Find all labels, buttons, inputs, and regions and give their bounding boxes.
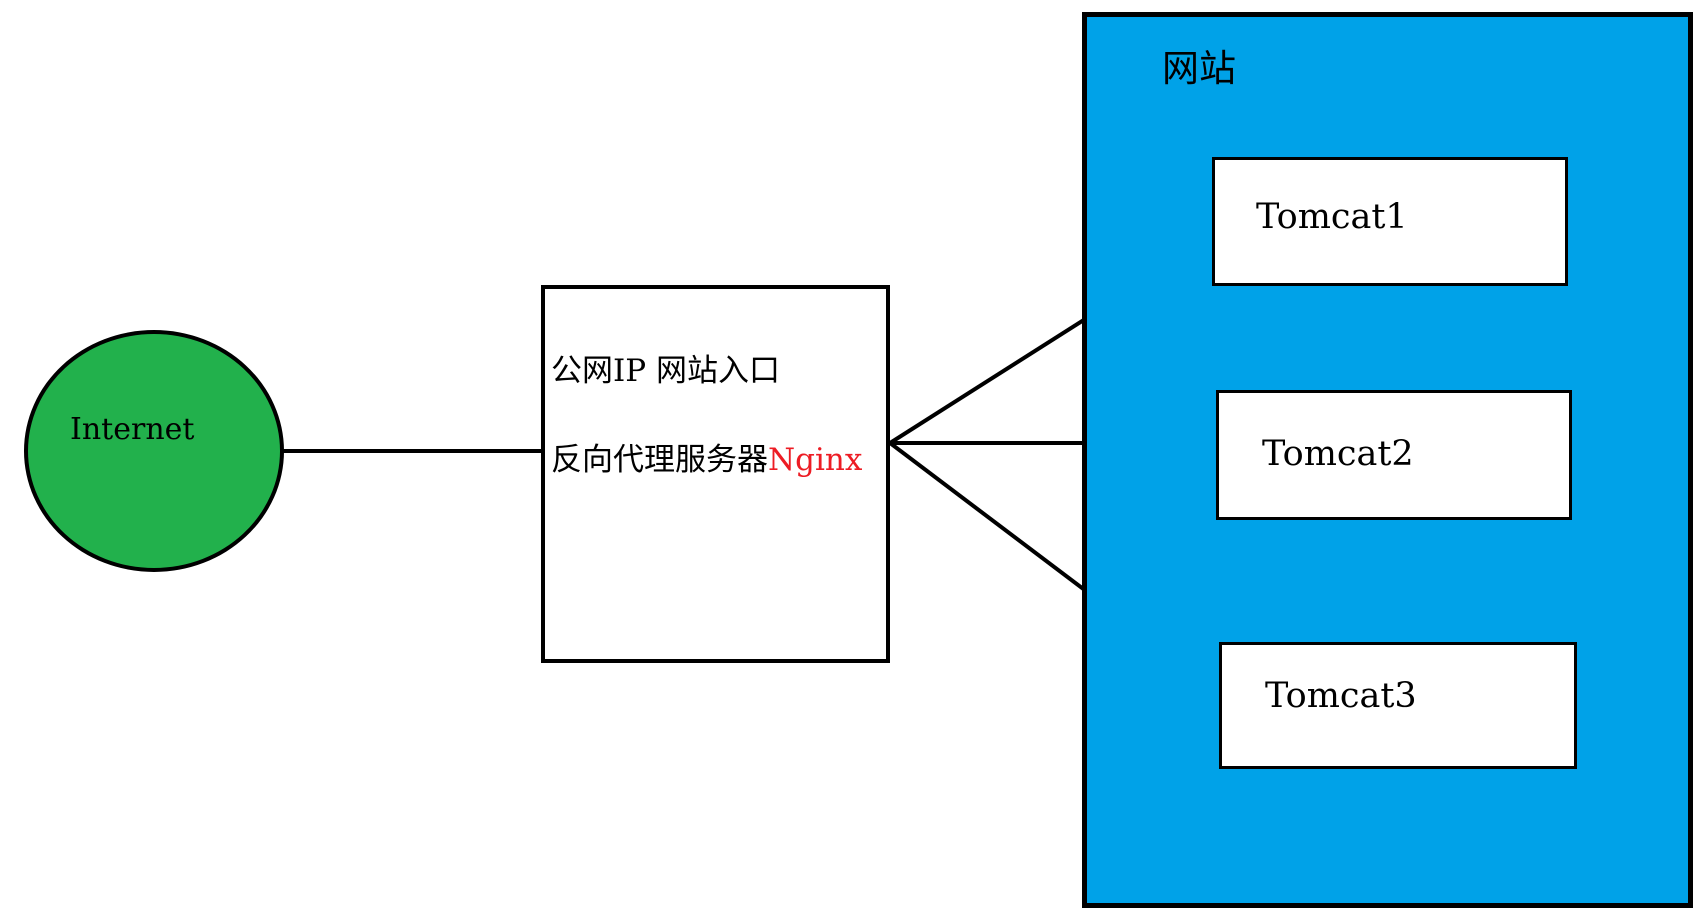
proxy-entry-label: 公网IP 网站入口 (551, 353, 780, 389)
reverse-proxy-box (541, 285, 890, 663)
tomcat3-label: Tomcat3 (1265, 676, 1417, 716)
internet-node (24, 330, 284, 572)
proxy-server-label: 反向代理服务器Nginx (551, 434, 862, 479)
nginx-label: Nginx (768, 442, 863, 478)
tomcat1-label: Tomcat1 (1256, 197, 1408, 237)
tomcat1-box (1212, 157, 1568, 286)
tomcat2-box (1216, 390, 1572, 520)
website-label: 网站 (1162, 47, 1236, 90)
proxy-server-prefix: 反向代理服务器 (551, 442, 768, 478)
tomcat2-label: Tomcat2 (1262, 434, 1414, 474)
internet-label: Internet (70, 412, 195, 447)
tomcat3-box (1219, 642, 1577, 769)
